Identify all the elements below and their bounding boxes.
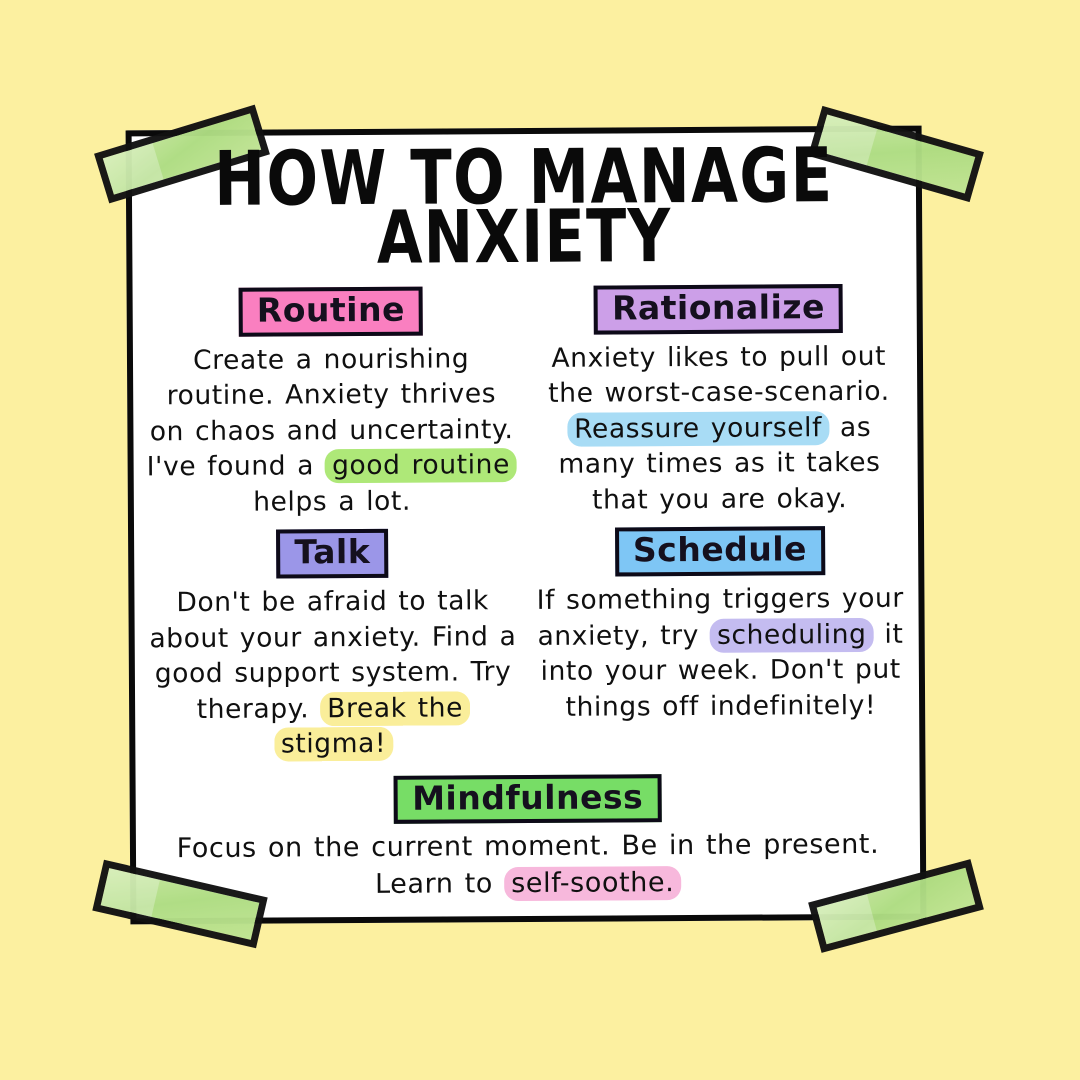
left-column: Routine Create a nourishing routine. Anx… bbox=[145, 286, 520, 773]
section-talk-body: Don't be afraid to talk about your anxie… bbox=[146, 583, 519, 763]
section-schedule-heading-wrap: Schedule bbox=[534, 526, 907, 577]
section-routine: Routine Create a nourishing routine. Anx… bbox=[145, 286, 519, 521]
section-mindfulness-body: Focus on the current moment. Be in the p… bbox=[148, 827, 908, 905]
section-mindfulness-highlight: self-soothe. bbox=[504, 866, 682, 902]
right-column: Rationalize Anxiety likes to pull out th… bbox=[532, 283, 907, 770]
section-routine-text-after: helps a lot. bbox=[253, 485, 412, 518]
section-schedule-body: If something triggers your anxiety, try … bbox=[534, 581, 907, 725]
page-title: HOW TO MANAGE ANXIETY bbox=[144, 132, 905, 281]
section-routine-heading: Routine bbox=[238, 286, 424, 337]
section-rationalize: Rationalize Anxiety likes to pull out th… bbox=[532, 283, 906, 518]
section-rationalize-text-before: Anxiety likes to pull out the worst-case… bbox=[548, 340, 890, 409]
poster-content: HOW TO MANAGE ANXIETY Routine Create a n… bbox=[126, 126, 927, 925]
section-rationalize-body: Anxiety likes to pull out the worst-case… bbox=[532, 338, 905, 518]
section-talk-heading: Talk bbox=[276, 528, 389, 579]
section-schedule: Schedule If something triggers your anxi… bbox=[534, 526, 908, 725]
section-routine-body: Create a nourishing routine. Anxiety thr… bbox=[145, 341, 518, 521]
section-schedule-highlight: scheduling bbox=[709, 617, 874, 653]
section-schedule-heading: Schedule bbox=[614, 526, 826, 577]
sections-columns: Routine Create a nourishing routine. Anx… bbox=[145, 283, 908, 773]
section-mindfulness: Mindfulness Focus on the current moment.… bbox=[148, 772, 909, 905]
section-talk-heading-wrap: Talk bbox=[146, 528, 519, 579]
section-rationalize-heading-wrap: Rationalize bbox=[532, 283, 905, 335]
section-rationalize-heading: Rationalize bbox=[593, 283, 844, 335]
title-line-2: ANXIETY bbox=[376, 194, 672, 281]
section-rationalize-highlight: Reassure yourself bbox=[567, 410, 830, 447]
section-mindfulness-heading-wrap: Mindfulness bbox=[148, 772, 908, 826]
section-mindfulness-heading: Mindfulness bbox=[393, 773, 662, 825]
section-talk: Talk Don't be afraid to talk about your … bbox=[146, 528, 520, 763]
section-routine-heading-wrap: Routine bbox=[145, 286, 518, 337]
section-routine-highlight: good routine bbox=[324, 448, 518, 484]
